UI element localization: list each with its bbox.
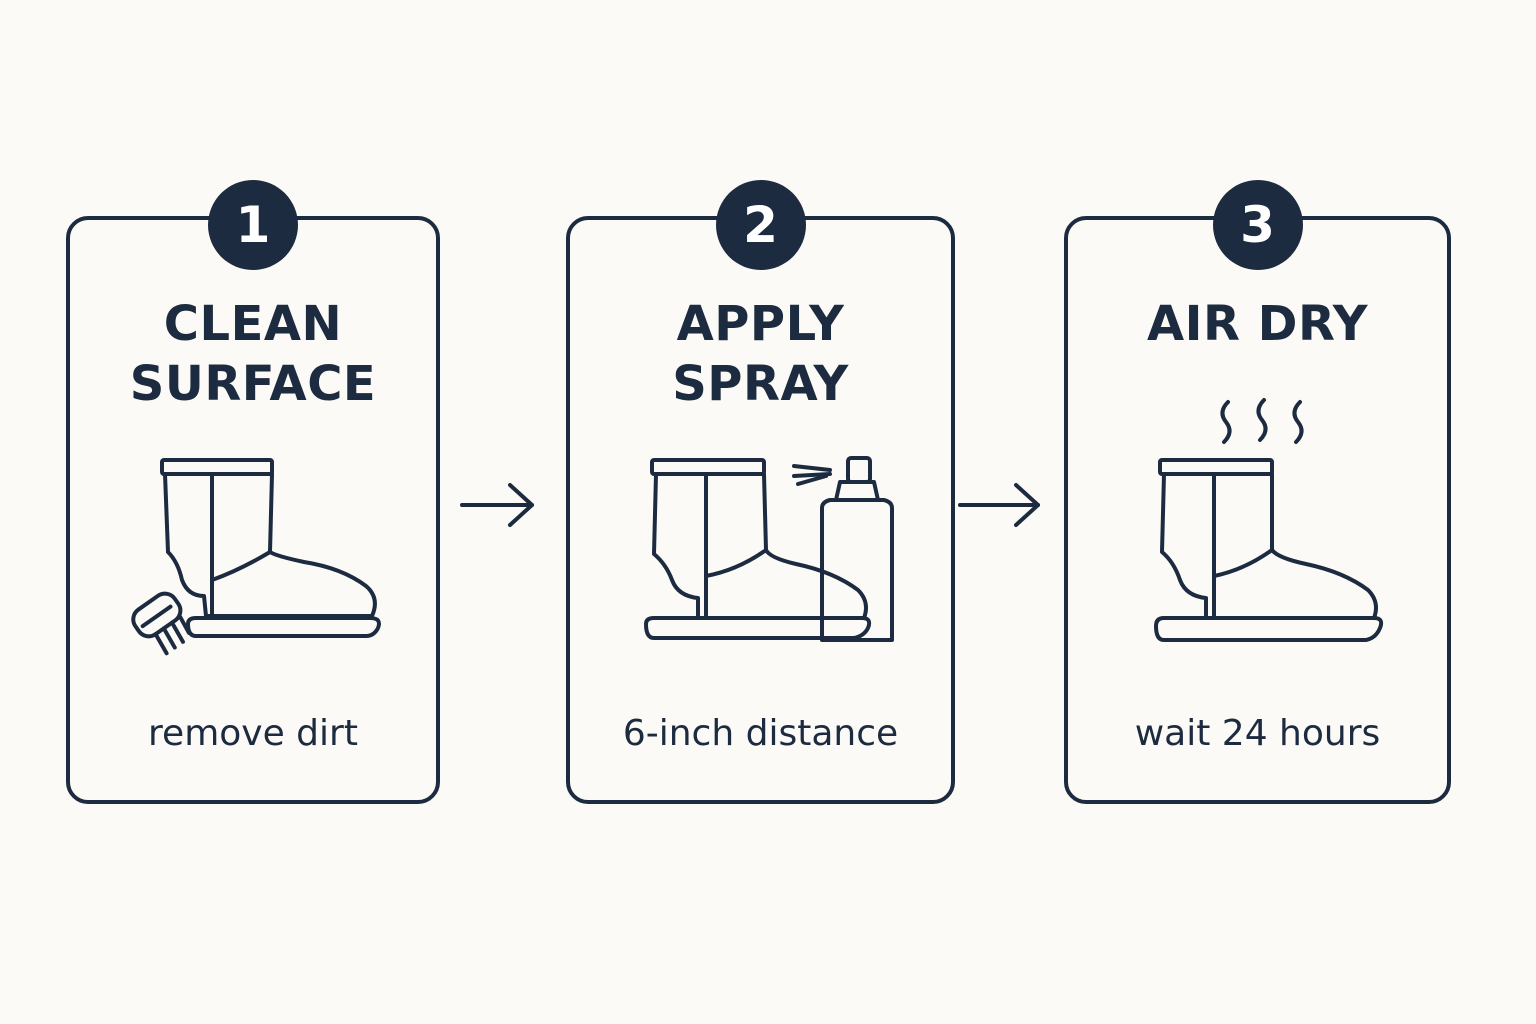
step-card-clean-surface: 1 CLEAN SURFACE remove dirt	[66, 180, 440, 804]
step-title: CLEAN SURFACE	[129, 296, 377, 412]
step-caption: wait 24 hours	[1134, 713, 1381, 754]
step-number-badge: 2	[715, 180, 806, 270]
boot-with-spray-can-icon	[570, 220, 951, 800]
step-title: APPLY SPRAY	[672, 296, 849, 412]
step-caption: 6-inch distance	[622, 713, 899, 754]
step-caption: remove dirt	[148, 713, 358, 754]
arrow-right-icon	[460, 482, 536, 528]
step-number-badge: 1	[208, 180, 298, 270]
step-title: AIR DRY	[1146, 296, 1369, 352]
arrow-right-icon	[958, 482, 1042, 528]
boot-with-brush-icon	[70, 220, 436, 800]
step-number-badge: 3	[1212, 180, 1303, 270]
step-card-apply-spray: 2 APPLY SPRAY 6-inch distance	[566, 180, 955, 804]
boot-with-steam-icon	[1068, 220, 1447, 800]
step-card-air-dry: 3 AIR DRY wait 24 hours	[1064, 180, 1451, 804]
